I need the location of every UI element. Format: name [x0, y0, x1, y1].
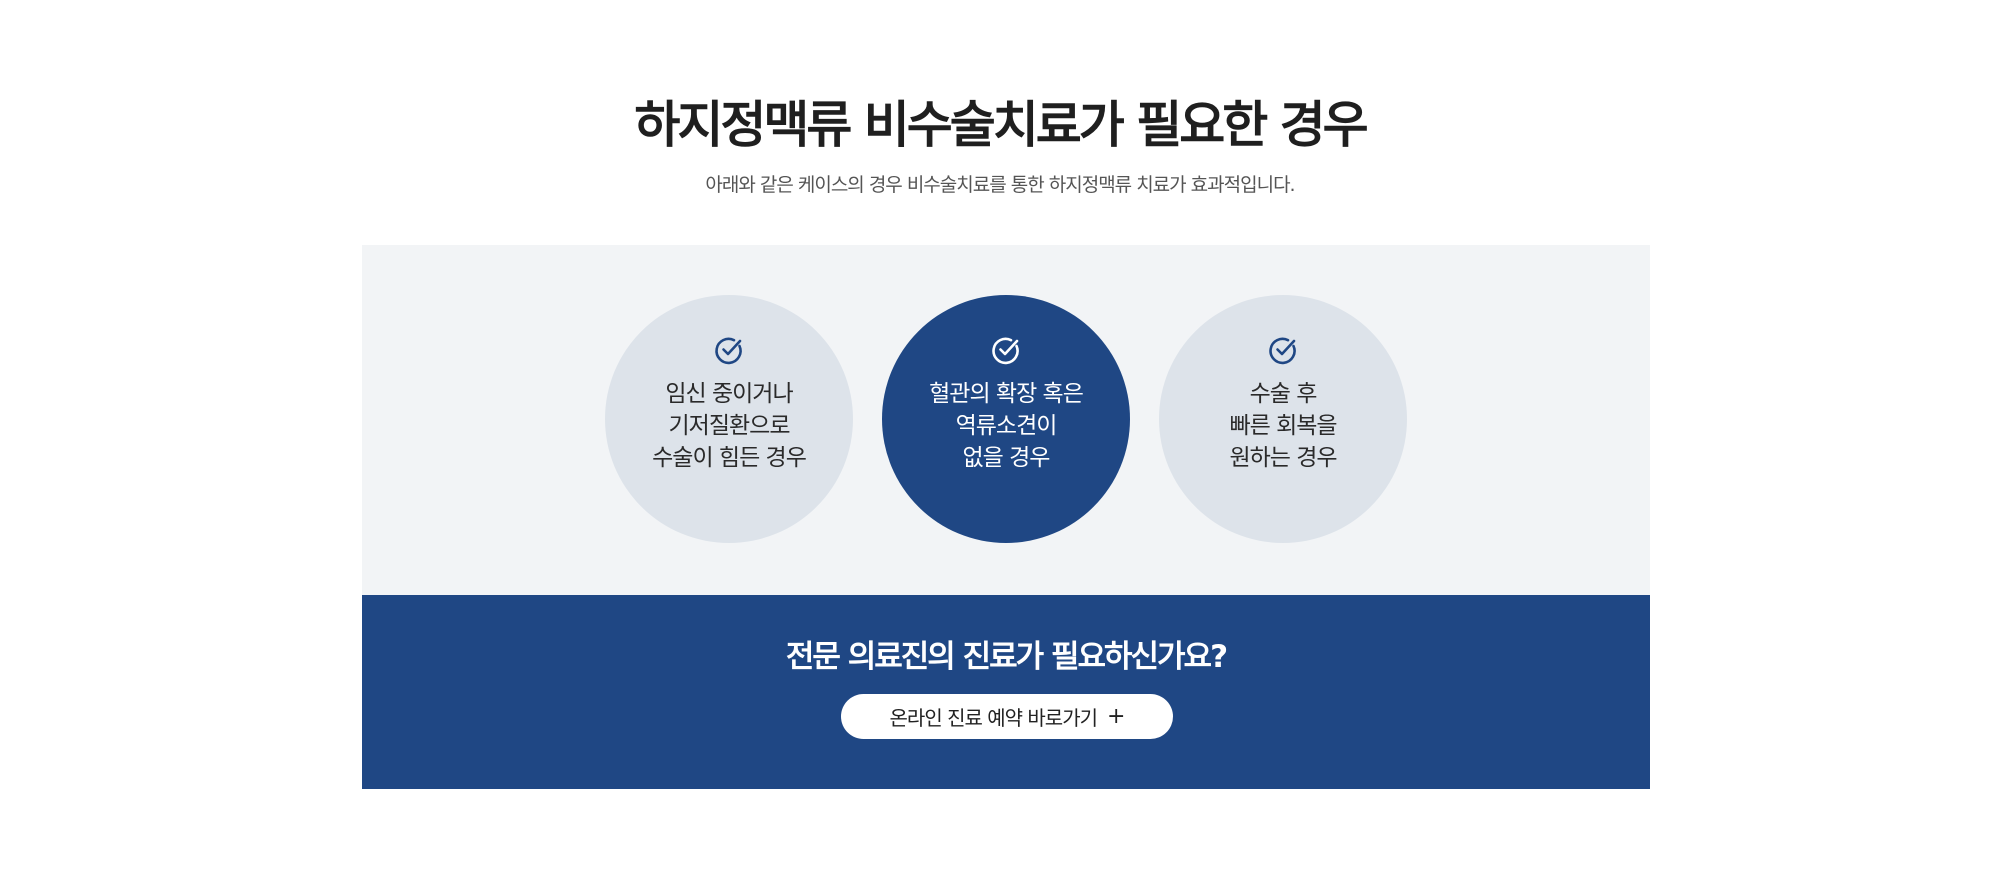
cta-banner: 전문 의료진의 진료가 필요하신가요? 온라인 진료 예약 바로가기 +: [362, 595, 1650, 789]
plus-icon: +: [1107, 703, 1125, 729]
page-title: 하지정맥류 비수술치료가 필요한 경우: [634, 96, 1368, 154]
case-line: 빠른 회복을: [1229, 413, 1337, 439]
online-reservation-button[interactable]: 온라인 진료 예약 바로가기 +: [841, 694, 1173, 739]
case-line: 원하는 경우: [1229, 445, 1337, 471]
case-item-recovery: 수술 후 빠른 회복을 원하는 경우: [1159, 295, 1407, 543]
case-line: 수술이 힘든 경우: [652, 445, 807, 471]
case-line: 없을 경우: [962, 445, 1051, 471]
cta-title: 전문 의료진의 진료가 필요하신가요?: [785, 639, 1228, 675]
check-circle-icon: [992, 337, 1019, 365]
case-item-vessel: 혈관의 확장 혹은 역류소견이 없을 경우: [882, 295, 1130, 543]
check-circle-icon: [1269, 337, 1296, 365]
case-line: 임신 중이거나: [665, 381, 793, 407]
case-line: 수술 후: [1249, 381, 1318, 407]
case-line: 혈관의 확장 혹은: [929, 381, 1084, 407]
case-line: 기저질환으로: [668, 413, 791, 439]
case-text: 수술 후 빠른 회복을 원하는 경우: [1229, 378, 1337, 474]
cta-button-label: 온라인 진료 예약 바로가기: [889, 706, 1098, 730]
cases-panel: 임신 중이거나 기저질환으로 수술이 힘든 경우 혈관의 확장 혹은 역류소견이…: [362, 245, 1650, 595]
page-subtitle: 아래와 같은 케이스의 경우 비수술치료를 통한 하지정맥류 치료가 효과적입니…: [705, 174, 1295, 196]
case-item-pregnancy: 임신 중이거나 기저질환으로 수술이 힘든 경우: [605, 295, 853, 543]
case-text: 혈관의 확장 혹은 역류소견이 없을 경우: [929, 378, 1084, 474]
case-text: 임신 중이거나 기저질환으로 수술이 힘든 경우: [652, 378, 807, 474]
check-circle-icon: [715, 337, 742, 365]
case-line: 역류소견이: [955, 413, 1058, 439]
case-list: 임신 중이거나 기저질환으로 수술이 힘든 경우 혈관의 확장 혹은 역류소견이…: [362, 295, 1650, 543]
